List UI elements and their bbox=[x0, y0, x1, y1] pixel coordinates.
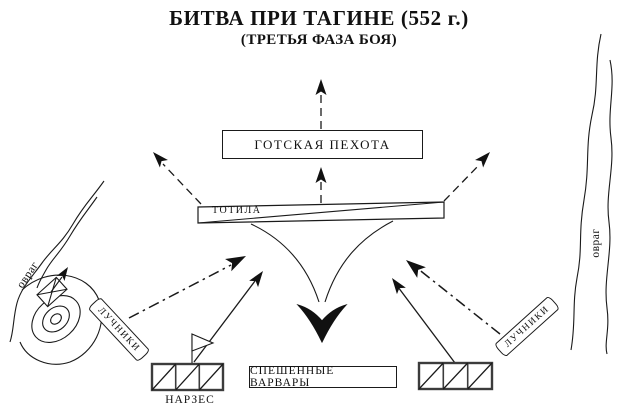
ravine-left-lines bbox=[9, 180, 105, 343]
page-title: БИТВА ПРИ ТАГИНЕ (552 г.) bbox=[169, 6, 469, 30]
archery-arrow-left bbox=[128, 256, 246, 319]
narses-unit-symbol bbox=[150, 362, 225, 392]
page-subtitle: (ТРЕТЬЯ ФАЗА БОЯ) bbox=[240, 32, 398, 48]
attack-arrow-right bbox=[392, 278, 456, 364]
retreat-arrow-right bbox=[443, 152, 490, 202]
gothic-infantry-box: ГОТСКАЯ ПЕХОТА bbox=[222, 130, 423, 159]
retreat-arrow-middle bbox=[315, 167, 327, 203]
flanking-unit-arrow bbox=[50, 267, 68, 293]
funnel-curves bbox=[250, 220, 394, 303]
totila-position-symbol bbox=[197, 201, 445, 224]
attack-arrow-left bbox=[193, 271, 263, 363]
retreat-arrow-left bbox=[153, 152, 202, 205]
ravine-right-lines bbox=[570, 33, 613, 355]
narses-label: НАРЗЕС bbox=[165, 394, 215, 406]
flag-icon bbox=[191, 333, 215, 363]
ravine-right-label: овраг bbox=[590, 228, 602, 258]
charge-arrowhead bbox=[296, 304, 348, 344]
totila-label: ТОТИЛА bbox=[212, 205, 262, 216]
right-unit-symbol bbox=[417, 361, 494, 391]
gothic-infantry-label: ГОТСКАЯ ПЕХОТА bbox=[254, 136, 391, 152]
flanking-unit-symbol bbox=[36, 276, 68, 308]
dismounted-barbarians-box: СПЕШЕННЫЕ ВАРВАРЫ bbox=[249, 365, 397, 389]
archery-arrow-right bbox=[406, 260, 501, 335]
retreat-arrow-top bbox=[315, 79, 327, 129]
dismounted-barbarians-label: СПЕШЕННЫЕ ВАРВАРЫ bbox=[250, 365, 335, 389]
